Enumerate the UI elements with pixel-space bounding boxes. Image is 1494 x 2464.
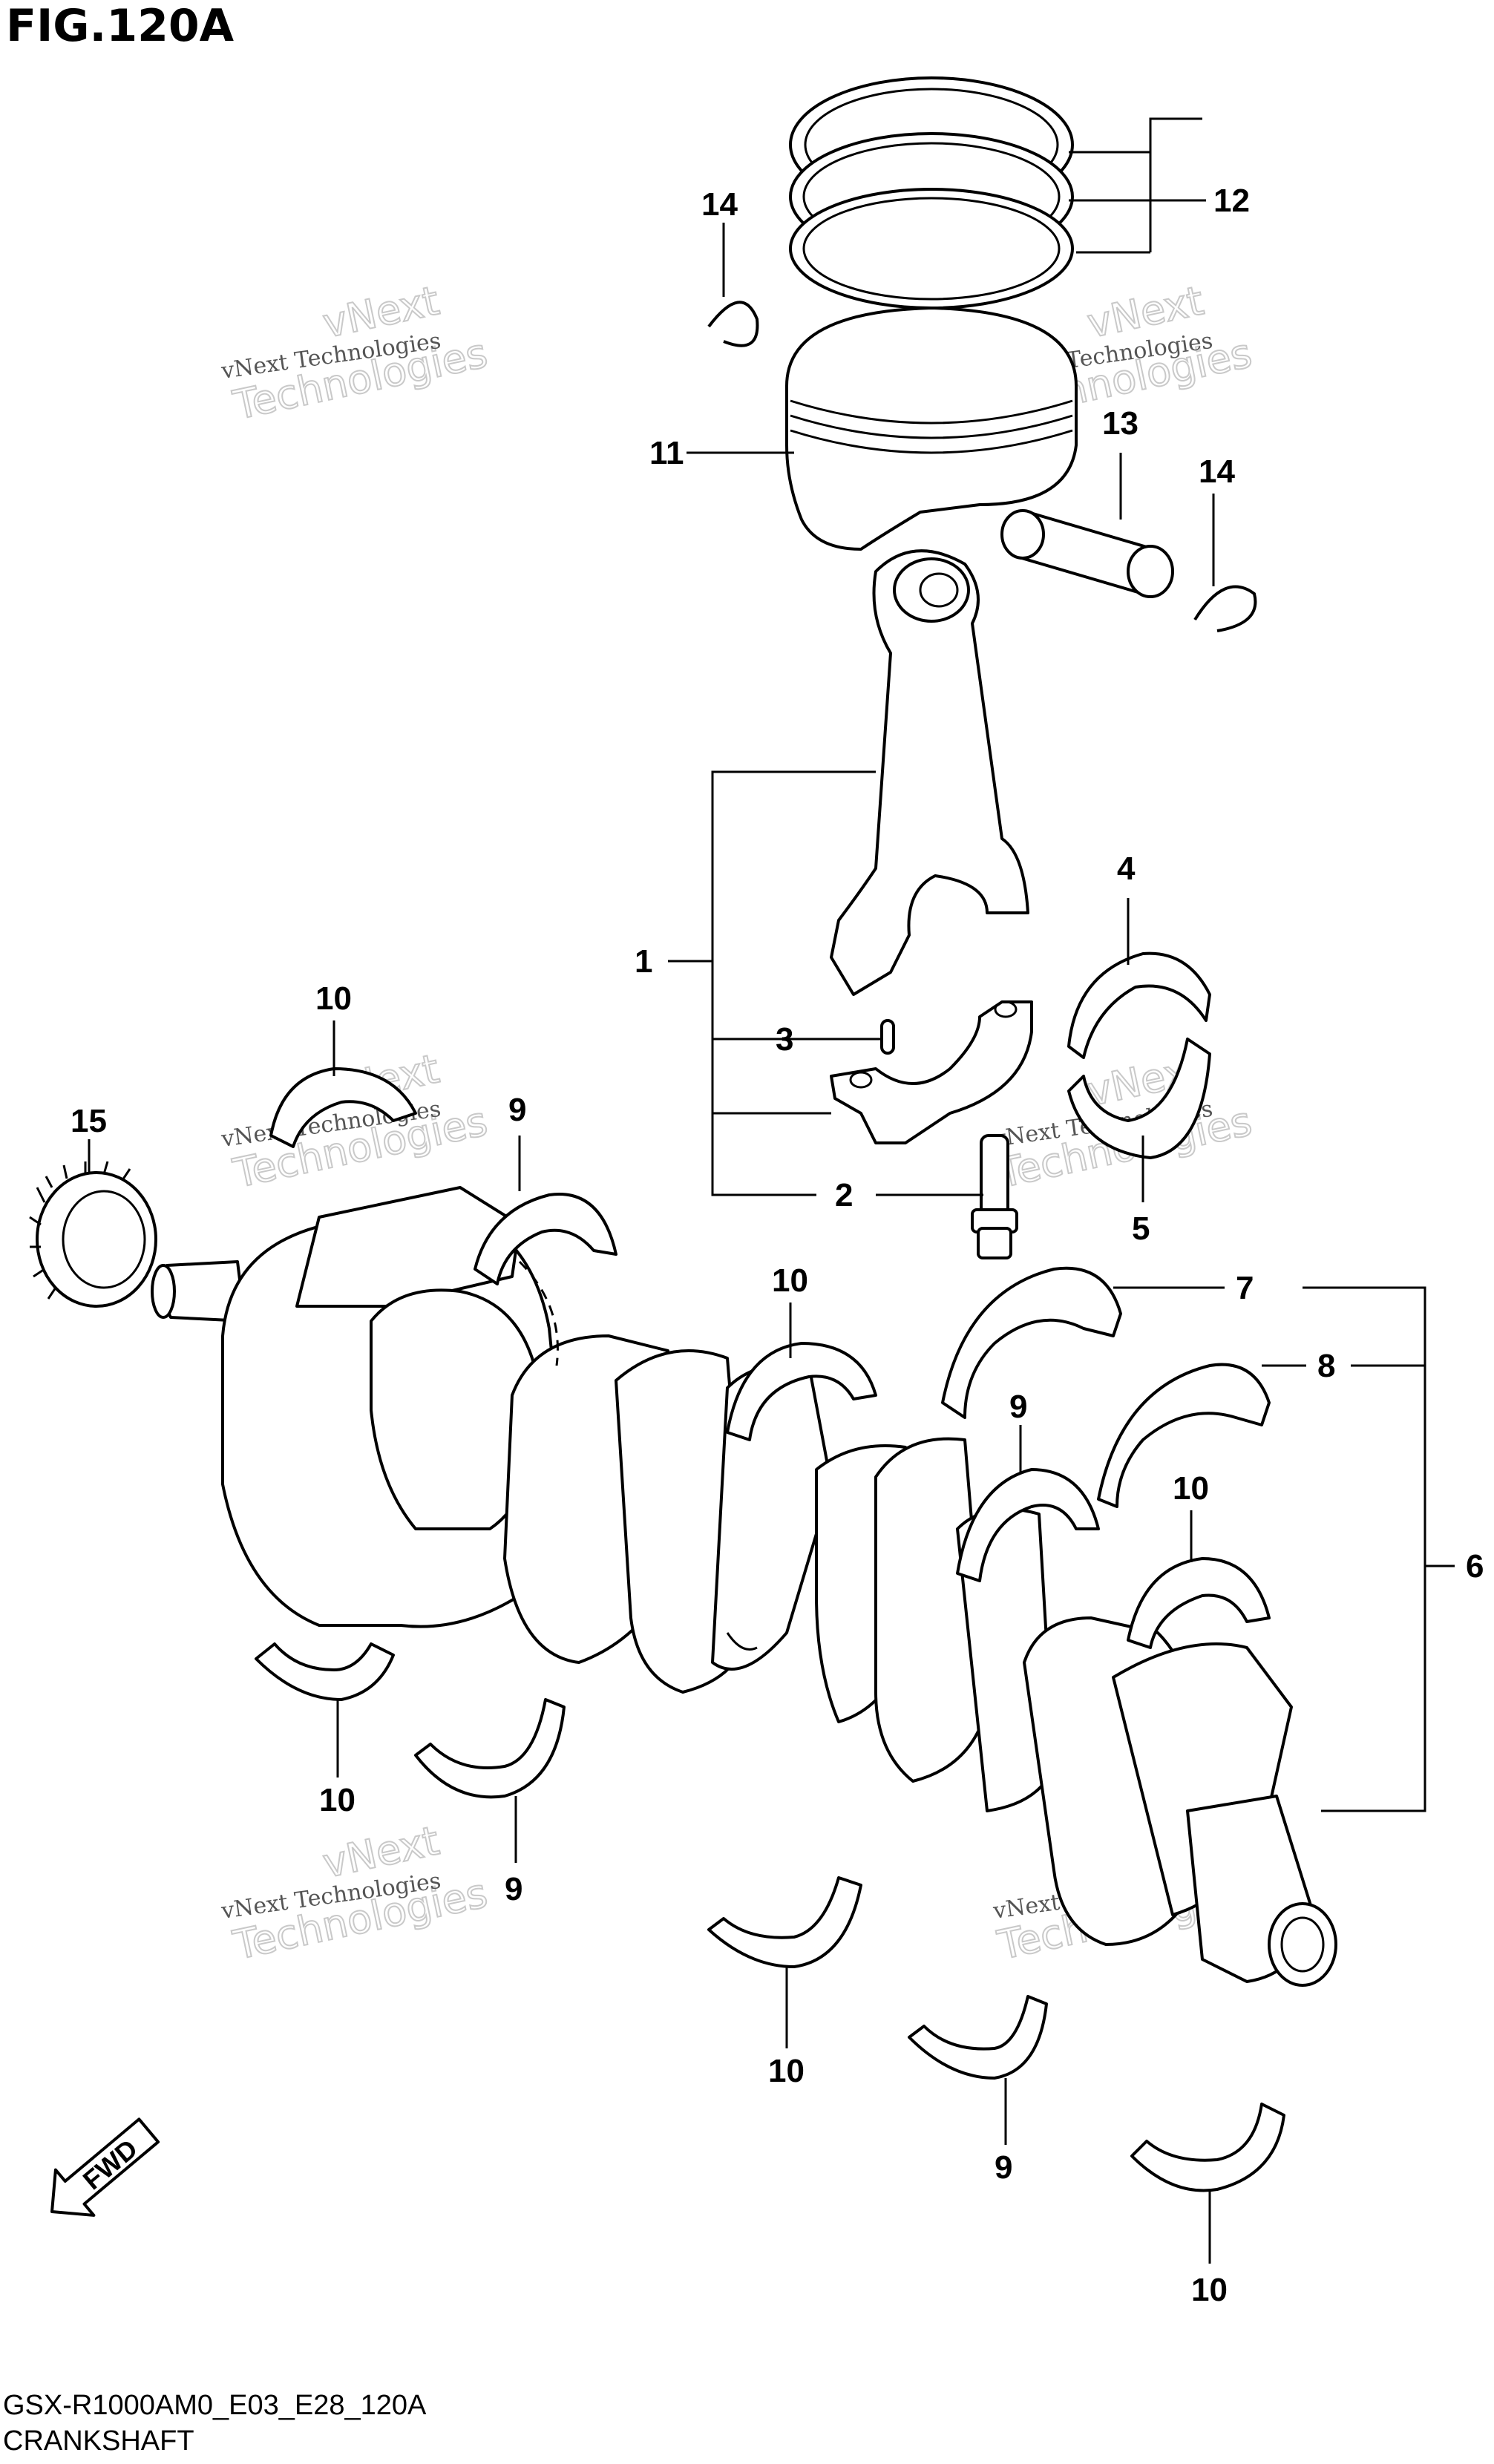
callout-8: 8	[1317, 1348, 1335, 1384]
callout-10-b: 10	[772, 1262, 808, 1299]
callout-10-e: 10	[768, 2053, 805, 2089]
piston-pin	[1000, 509, 1174, 598]
callout-10-d: 10	[319, 1782, 356, 1818]
callout-2: 2	[835, 1177, 853, 1213]
piston	[785, 307, 1078, 551]
watermark-3: Technologies vNext vNext Technologies	[219, 1044, 492, 1198]
thrust-bearing-lower	[1097, 1363, 1271, 1508]
main-bearing-9b	[956, 1468, 1100, 1582]
rod-cap	[830, 1000, 1033, 1144]
watermark-5: Technologies vNext vNext Technologies	[219, 1816, 492, 1970]
callout-14-top: 14	[701, 186, 738, 223]
conrod-bearing-lower	[1067, 1038, 1211, 1159]
callouts: 12 14 14 11 13 1 3 2 4 5 7 8 6 10 9 10 9…	[71, 183, 1484, 2308]
callout-14-right: 14	[1199, 453, 1235, 490]
circlip-right	[1193, 585, 1257, 632]
callout-11: 11	[649, 435, 684, 471]
figure-title: FIG.120A	[6, 0, 235, 52]
crankshaft	[151, 1186, 1337, 1987]
callout-9-a: 9	[508, 1092, 526, 1128]
thrust-bearing-upper	[941, 1266, 1122, 1419]
callout-3: 3	[776, 1021, 793, 1058]
callout-5: 5	[1132, 1210, 1150, 1247]
figure-code: GSX-R1000AM0_E03_E28_120A	[3, 2390, 427, 2421]
callout-9-d: 9	[995, 2149, 1012, 2186]
callout-10-c: 10	[1173, 1470, 1209, 1507]
callout-4: 4	[1117, 851, 1136, 887]
main-bearing-10b	[726, 1342, 877, 1441]
main-bearing-10f	[1130, 2103, 1285, 2192]
circlip-left	[707, 301, 759, 347]
fwd-arrow-icon: FWD	[50, 2117, 160, 2217]
callout-7: 7	[1236, 1270, 1254, 1306]
callout-9-b: 9	[1009, 1389, 1027, 1425]
watermark-1: Technologies vNext vNext Technologies	[219, 276, 492, 430]
conrod-bearing-upper	[1067, 951, 1211, 1059]
figure-name: CRANKSHAFT	[3, 2425, 194, 2457]
timing-gear	[29, 1161, 157, 1308]
callout-6: 6	[1466, 1548, 1484, 1585]
connecting-rod	[830, 549, 1029, 996]
callout-1: 1	[635, 943, 652, 980]
main-bearing-9d	[908, 1995, 1048, 2080]
callout-13: 13	[1102, 405, 1138, 442]
cap-pin	[880, 1019, 895, 1055]
main-bearing-9a	[474, 1193, 617, 1285]
main-bearing-9c	[414, 1698, 566, 1799]
piston-rings	[789, 76, 1074, 309]
main-bearing-10e	[707, 1876, 862, 1968]
callout-12: 12	[1213, 183, 1250, 219]
callout-9-c: 9	[505, 1871, 522, 1907]
leader-lines	[88, 117, 1455, 2264]
main-bearing-10d	[255, 1642, 395, 1701]
main-bearing-10c	[1127, 1557, 1271, 1649]
callout-15: 15	[71, 1103, 107, 1139]
callout-10-f: 10	[1191, 2272, 1228, 2308]
main-bearing-10a	[269, 1067, 417, 1148]
rod-bolt	[971, 1134, 1018, 1259]
callout-10-a: 10	[315, 980, 352, 1017]
